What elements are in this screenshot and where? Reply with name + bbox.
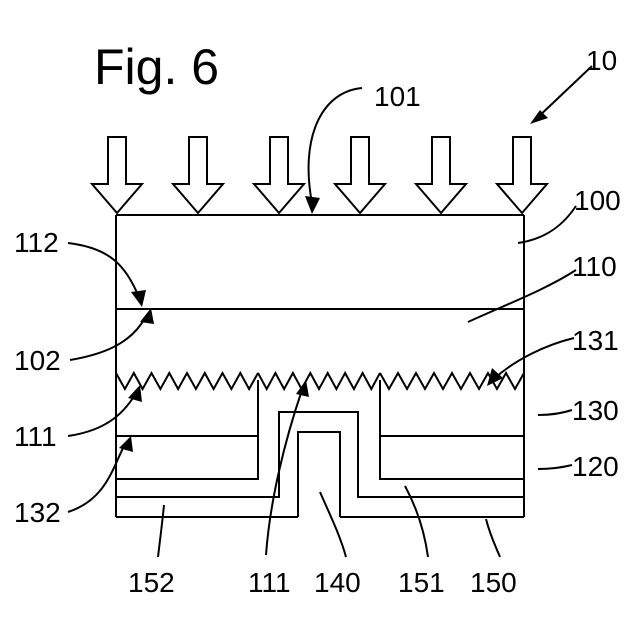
light-arrow-icon <box>497 137 547 213</box>
figure-title: Fig. 6 <box>94 39 219 95</box>
left-layer-120-outline <box>116 436 258 479</box>
label-132: 132 <box>14 497 61 528</box>
textured-interface-middle <box>258 373 380 389</box>
label-140: 140 <box>314 567 361 598</box>
light-arrow-icon <box>173 137 223 213</box>
textured-interface-left <box>116 373 258 389</box>
leader-111-left <box>68 395 135 436</box>
textured-interface-right <box>380 373 524 389</box>
right-layer-120-lower <box>380 380 524 479</box>
incident-light-arrows <box>92 137 547 213</box>
leader-100 <box>518 206 576 243</box>
leader-111-bottom <box>266 390 302 555</box>
label-101: 101 <box>374 81 421 112</box>
central-contact-140 <box>298 432 340 517</box>
label-102: 102 <box>14 345 61 376</box>
leader-102-arrowhead <box>140 308 154 324</box>
light-arrow-icon <box>335 137 385 213</box>
label-112: 112 <box>14 227 59 258</box>
leader-140 <box>320 492 346 557</box>
label-111-left: 111 <box>14 421 57 452</box>
electrode-layer-151-152 <box>116 412 524 497</box>
leader-111-left-arrowhead <box>128 385 142 402</box>
leader-110 <box>468 270 576 322</box>
label-131: 131 <box>572 325 619 356</box>
leader-120 <box>538 465 572 469</box>
leader-150 <box>486 519 500 557</box>
light-arrow-icon <box>416 137 466 213</box>
leader-102 <box>70 318 145 360</box>
leader-10-arrowhead <box>530 110 548 124</box>
leader-130 <box>538 410 572 415</box>
label-130: 130 <box>572 395 619 426</box>
leader-132-arrowhead <box>119 436 133 452</box>
label-110: 110 <box>572 251 617 282</box>
light-arrow-icon <box>254 137 304 213</box>
leader-10 <box>535 66 592 120</box>
label-111-bottom: 111 <box>248 567 291 598</box>
leader-112 <box>68 243 139 297</box>
leader-152 <box>158 505 164 557</box>
label-152: 152 <box>128 567 175 598</box>
label-120: 120 <box>572 451 619 482</box>
label-100: 100 <box>574 185 621 216</box>
label-10: 10 <box>586 45 617 76</box>
leader-112-arrowhead <box>131 290 146 307</box>
light-arrow-icon <box>92 137 142 213</box>
leader-101-arrowhead <box>305 196 320 214</box>
label-151: 151 <box>398 567 445 598</box>
leader-131 <box>495 338 574 378</box>
label-150: 150 <box>470 567 517 598</box>
